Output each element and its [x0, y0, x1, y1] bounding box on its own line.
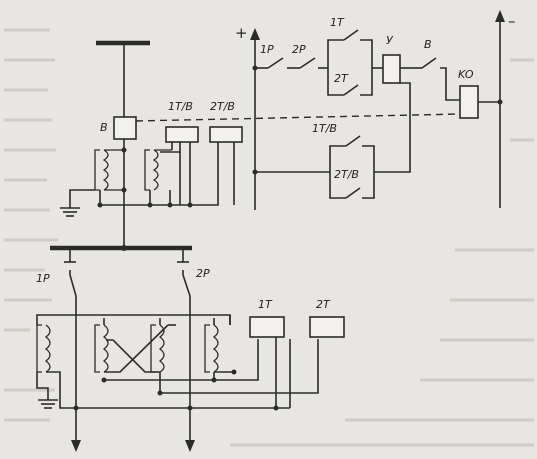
switch-2p	[177, 248, 195, 452]
relay-2t-b-label: 2T/B	[210, 100, 235, 113]
primary-circuit: B 1T/B 2T/B	[36, 40, 461, 452]
relay-2t-b-box	[209, 126, 243, 143]
switch-1p-label: 1P	[36, 272, 50, 285]
relay-1t-b-label: 1T/B	[168, 100, 193, 113]
relay-1t-box	[249, 316, 285, 338]
ground-symbol-bottom	[36, 372, 58, 409]
ctrl-2t-b-label: 2T/B	[334, 168, 359, 181]
background-text-left	[4, 28, 58, 422]
ground-symbol-top	[60, 189, 95, 217]
breaker-label: B	[100, 121, 108, 134]
current-transformer-lower-4	[204, 324, 219, 373]
current-transformer-lower-3	[150, 324, 165, 373]
ctrl-2t-label: 2T	[334, 72, 349, 85]
switch-1p	[64, 248, 81, 452]
switch-2p-label: 2P	[196, 267, 210, 280]
control-circuit: + – 1P 2P 1T 2T У B KO	[235, 10, 516, 210]
ctrl-u-label: У	[386, 34, 394, 47]
ctrl-ko-label: KO	[458, 68, 474, 81]
ctrl-1p-label: 1P	[260, 43, 274, 56]
breaker-mechanical-link	[135, 113, 461, 122]
relay-2t-label: 2T	[316, 298, 331, 311]
closing-coil-ko-box	[459, 85, 479, 119]
current-transformer-lower-2	[94, 324, 109, 373]
background-text-right	[230, 58, 534, 447]
ctrl-b-label: B	[424, 38, 432, 51]
current-transformer-lower-1	[36, 324, 51, 373]
ctrl-1t-label: 1T	[330, 16, 345, 29]
relay-2t-box	[309, 316, 345, 338]
breaker-box	[113, 116, 137, 140]
current-transformer-left	[94, 149, 124, 191]
current-transformer-right	[144, 149, 172, 191]
ctrl-1t-b-label: 1T/B	[312, 122, 337, 135]
relay-1t-b-box	[165, 126, 199, 143]
relay-1t-label: 1T	[258, 298, 273, 311]
relay-u-box	[382, 54, 401, 84]
ctrl-2p-label: 2P	[292, 43, 306, 56]
minus-label: –	[508, 12, 516, 30]
plus-label: +	[235, 24, 248, 42]
